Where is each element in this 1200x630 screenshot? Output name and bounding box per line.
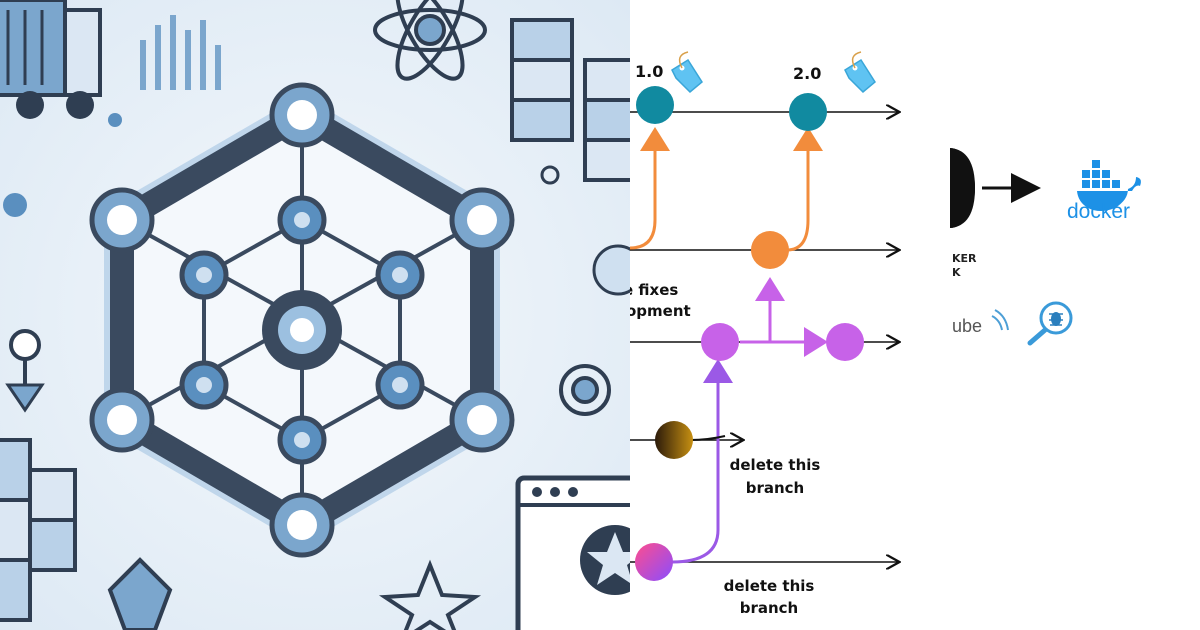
delete-branch-label-2a: delete this bbox=[724, 577, 815, 595]
atom-icon bbox=[373, 0, 487, 81]
hotfix-commit bbox=[751, 231, 789, 269]
tag-label-2: 2.0 bbox=[793, 64, 821, 83]
truck-icon bbox=[0, 0, 102, 119]
docker-logo-icon bbox=[1077, 160, 1141, 211]
feature2-commit bbox=[635, 543, 673, 581]
tag-icon bbox=[844, 51, 876, 94]
tool-partial-label-2: K bbox=[952, 266, 961, 279]
tool-partial-label-1: KER bbox=[952, 252, 977, 265]
shield-icon bbox=[107, 557, 173, 630]
main-commit-2 bbox=[789, 93, 827, 131]
network-hexagon-illustration bbox=[0, 0, 630, 630]
main-commit-1 bbox=[636, 86, 674, 124]
feature-tail bbox=[689, 435, 726, 441]
bar-graph-icon bbox=[140, 15, 221, 90]
delete-branch-label-2b: branch bbox=[740, 599, 799, 617]
server-stack-icon bbox=[510, 18, 630, 182]
hexagon-network bbox=[89, 82, 515, 558]
star-icon bbox=[378, 559, 482, 630]
hotfix-merge-1 bbox=[630, 127, 670, 250]
develop-commit-2 bbox=[826, 323, 864, 361]
feature-merge bbox=[671, 359, 733, 564]
git-branching-diagram: 1.0 2.0 e fixes opment delete this branc… bbox=[630, 51, 950, 617]
decor-dots bbox=[3, 113, 630, 296]
tag-icon bbox=[671, 51, 703, 94]
sonar-waves-icon bbox=[991, 309, 1009, 331]
location-pin-icon bbox=[5, 329, 45, 413]
target-icon bbox=[559, 364, 611, 416]
develop-commit-1 bbox=[701, 323, 739, 361]
hotfix-merge-2 bbox=[786, 127, 823, 252]
delete-branch-label-1b: branch bbox=[746, 479, 805, 497]
hotfix-label-line1: e fixes bbox=[630, 281, 678, 299]
bug-magnifier-icon bbox=[1027, 301, 1073, 346]
storage-boxes-icon bbox=[0, 438, 77, 622]
browser-window-icon bbox=[515, 475, 630, 630]
feature-commit bbox=[655, 421, 693, 459]
hotfix-label-line2: opment bbox=[630, 302, 691, 320]
sonarqube-partial-label: ube bbox=[952, 316, 982, 336]
delete-branch-label-1a: delete this bbox=[730, 456, 821, 474]
devops-tools-panel: docker KER K ube bbox=[950, 148, 1141, 346]
docker-label: docker bbox=[1067, 200, 1130, 223]
tag-label-1: 1.0 bbox=[635, 62, 663, 81]
